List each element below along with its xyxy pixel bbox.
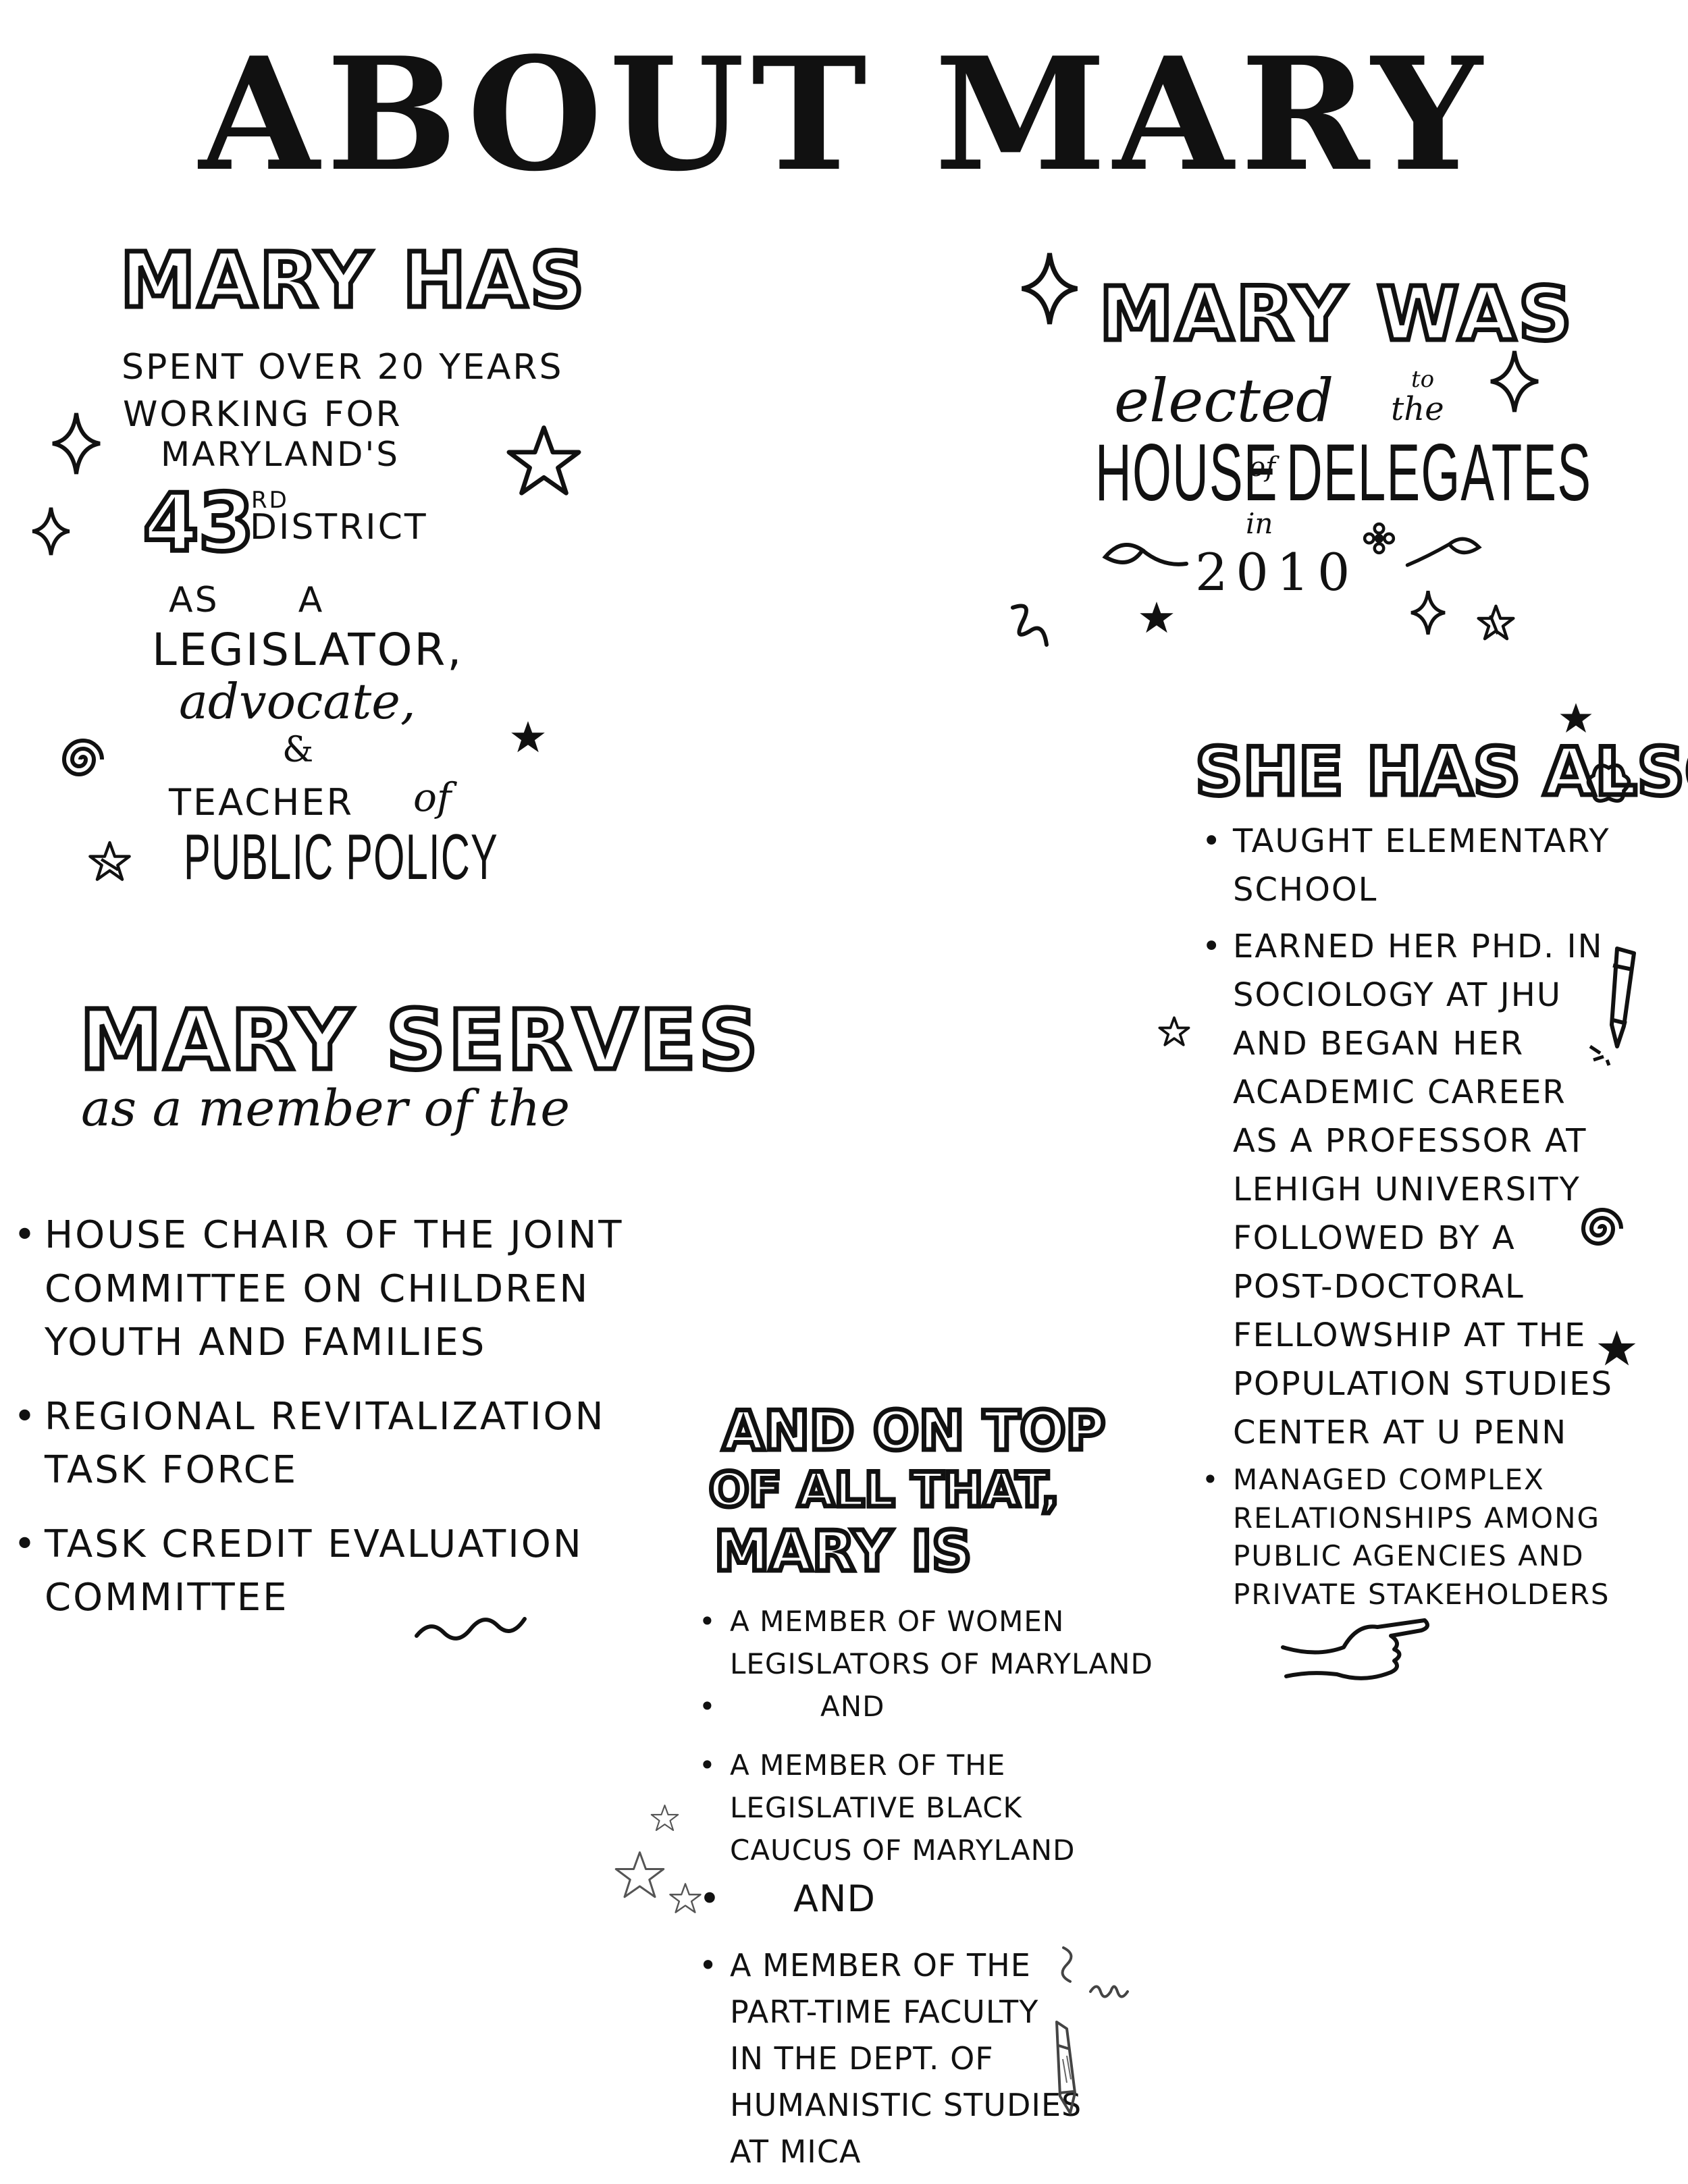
flower-icon: [1583, 756, 1634, 810]
list-item: TASK CREDIT EVALUATION COMMITTEE: [14, 1518, 623, 1625]
list-item: TAUGHT ELEMENTARY SCHOOL: [1202, 817, 1613, 914]
district-suffix: RD: [251, 487, 289, 514]
year-text: 2010: [1195, 542, 1359, 602]
pencil-icon: [1589, 945, 1644, 1066]
of-text: of: [1249, 452, 1275, 483]
pencil-icon: [1040, 2019, 1087, 2120]
pointing-hand-icon: [1281, 1610, 1431, 1684]
star-icon: [611, 1850, 668, 1900]
delegates-text: DELEGATES: [1286, 427, 1592, 518]
star-icon: [1158, 1016, 1190, 1047]
sparkle-icon: [52, 412, 101, 475]
list-item: A MEMBER OF WOMEN LEGISLATORS OF MARYLAN…: [699, 1600, 1153, 1685]
the-text: the: [1391, 390, 1444, 428]
list-item: A MEMBER OF THE LEGISLATIVE BLACK CAUCUS…: [699, 1744, 1153, 1871]
star-icon: [511, 721, 545, 753]
advocate-text: advocate,: [179, 673, 416, 730]
she-has-also-heading: SHE HAS ALSO: [1192, 734, 1688, 811]
leaf-icon: [1404, 530, 1482, 570]
star-icon: [1598, 1330, 1636, 1366]
list-connector: AND: [699, 1685, 1153, 1728]
sparkle-icon: [1021, 252, 1078, 325]
mary-has-heading: MARY HAS: [117, 237, 587, 325]
spiral-icon: [1579, 1205, 1626, 1252]
page-title: ABOUT MARY: [199, 24, 1489, 206]
flower-icon: [1363, 522, 1396, 555]
has-line-2: WORKING FOR: [123, 394, 402, 435]
list-item: REGIONAL REVITALIZATION TASK FORCE: [14, 1390, 623, 1497]
sparkle-icon: [1410, 590, 1446, 635]
has-line-3: MARYLAND'S: [161, 435, 400, 474]
on-top-list: A MEMBER OF WOMEN LEGISLATORS OF MARYLAN…: [699, 1600, 1153, 2175]
also-list: TAUGHT ELEMENTARY SCHOOL EARNED HER PHD.…: [1202, 817, 1613, 1614]
star-icon: [1140, 602, 1173, 633]
in-text: in: [1246, 507, 1273, 540]
house-text: HOUSE: [1095, 427, 1278, 518]
on-top-heading-line-1: AND ON TOP: [720, 1400, 1107, 1462]
has-line-1: SPENT OVER 20 YEARS: [122, 347, 564, 388]
serves-list: HOUSE CHAIR OF THE JOINT COMMITTEE ON CH…: [14, 1208, 623, 1625]
list-item: HOUSE CHAIR OF THE JOINT COMMITTEE ON CH…: [14, 1208, 623, 1370]
on-top-heading-line-3: MARY IS: [712, 1520, 974, 1584]
as-a-text: AS A: [169, 580, 325, 620]
teacher-of-text: of: [413, 774, 452, 820]
star-icon: [1560, 703, 1592, 733]
list-item: A MEMBER OF THE PART-TIME FACULTY IN THE…: [699, 1942, 1153, 2175]
serves-subheading: as a member of the: [81, 1080, 571, 1138]
to-text: to: [1411, 366, 1435, 393]
sparkle-icon: [1490, 350, 1539, 412]
district-word: DISTRICT: [250, 507, 428, 548]
elected-text: elected: [1114, 366, 1334, 435]
star-icon: [650, 1804, 680, 1832]
spiral-icon: [59, 736, 107, 783]
ampersand-text: &: [282, 730, 314, 770]
district-number: 43: [140, 476, 256, 569]
star-icon: [668, 1882, 702, 1915]
on-top-heading-line-2: OF ALL THAT,: [707, 1462, 1062, 1518]
legislator-text: LEGISLATOR,: [152, 624, 464, 676]
squiggle-icon: [1006, 601, 1053, 648]
leaf-icon: [1102, 537, 1190, 577]
teacher-text: TEACHER: [169, 781, 354, 824]
mary-was-heading: MARY WAS: [1097, 271, 1575, 357]
public-policy-text: PUBLIC POLICY: [184, 821, 498, 893]
mary-serves-heading: MARY SERVES: [78, 992, 761, 1088]
star-icon: [88, 841, 132, 882]
squiggle-icon: [1050, 1944, 1138, 2005]
sparkle-icon: [32, 507, 70, 556]
list-item: MANAGED COMPLEX RELATIONSHIPS AMONG PUBL…: [1202, 1461, 1613, 1614]
list-connector: AND: [699, 1871, 1153, 1926]
star-icon: [1477, 604, 1515, 641]
list-item: EARNED HER PHD. IN SOCIOLOGY AT JHU AND …: [1202, 922, 1613, 1457]
squiggle-icon: [413, 1605, 528, 1646]
star-icon: [505, 424, 583, 498]
